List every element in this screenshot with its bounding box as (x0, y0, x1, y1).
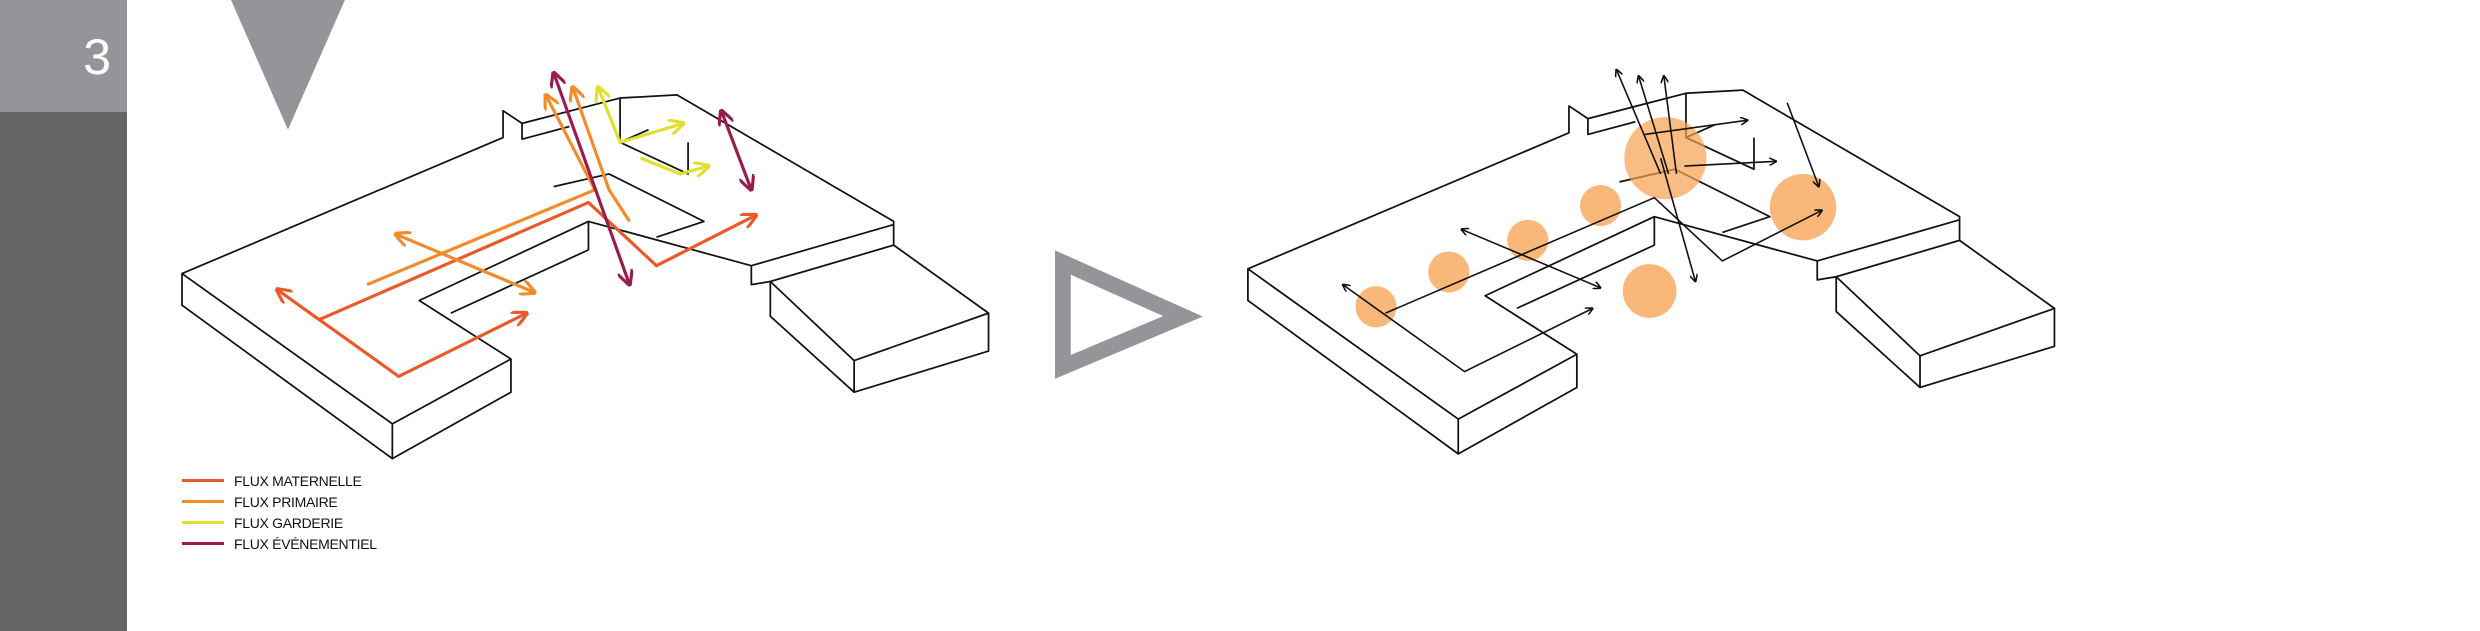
building-axonometric-left (181, 94, 990, 460)
flux-evenementiel (554, 73, 630, 285)
right-arrow-icon (1054, 250, 1203, 379)
hotspot (1769, 173, 1837, 241)
legend-label: FLUX PRIMAIRE (234, 493, 338, 510)
flux-primaire (396, 234, 535, 293)
legend-swatch (182, 542, 224, 545)
legend-item-garderie: FLUX GARDERIE (182, 512, 377, 533)
legend-item-primaire: FLUX PRIMAIRE (182, 491, 377, 512)
flux-garderie (640, 156, 709, 174)
legend: FLUX MATERNELLE FLUX PRIMAIRE FLUX GARDE… (182, 470, 377, 554)
sidebar-band (0, 112, 127, 631)
flux-maternelle (318, 200, 756, 321)
legend-swatch (182, 479, 224, 482)
step-number: 3 (83, 29, 111, 85)
flux-evenementiel (721, 111, 751, 190)
flow-arrows (1343, 70, 1822, 373)
legend-label: FLUX ÉVÉNEMENTIEL (234, 535, 377, 552)
legend-label: FLUX GARDERIE (234, 514, 343, 531)
legend-swatch (182, 500, 224, 503)
step-number-panel: 3 (0, 0, 127, 112)
legend-item-maternelle: FLUX MATERNELLE (182, 470, 377, 491)
flux-primaire (366, 95, 597, 287)
flux-maternelle (277, 289, 527, 379)
legend-item-evenementiel: FLUX ÉVÉNEMENTIEL (182, 533, 377, 554)
hotspot (1622, 264, 1677, 318)
flux-lines (277, 73, 756, 379)
hotspot (1624, 117, 1707, 200)
legend-swatch (182, 521, 224, 524)
hotspot (1355, 286, 1397, 328)
down-triangle-icon (231, 0, 345, 130)
legend-label: FLUX MATERNELLE (234, 472, 362, 489)
hotspot (1507, 219, 1549, 261)
